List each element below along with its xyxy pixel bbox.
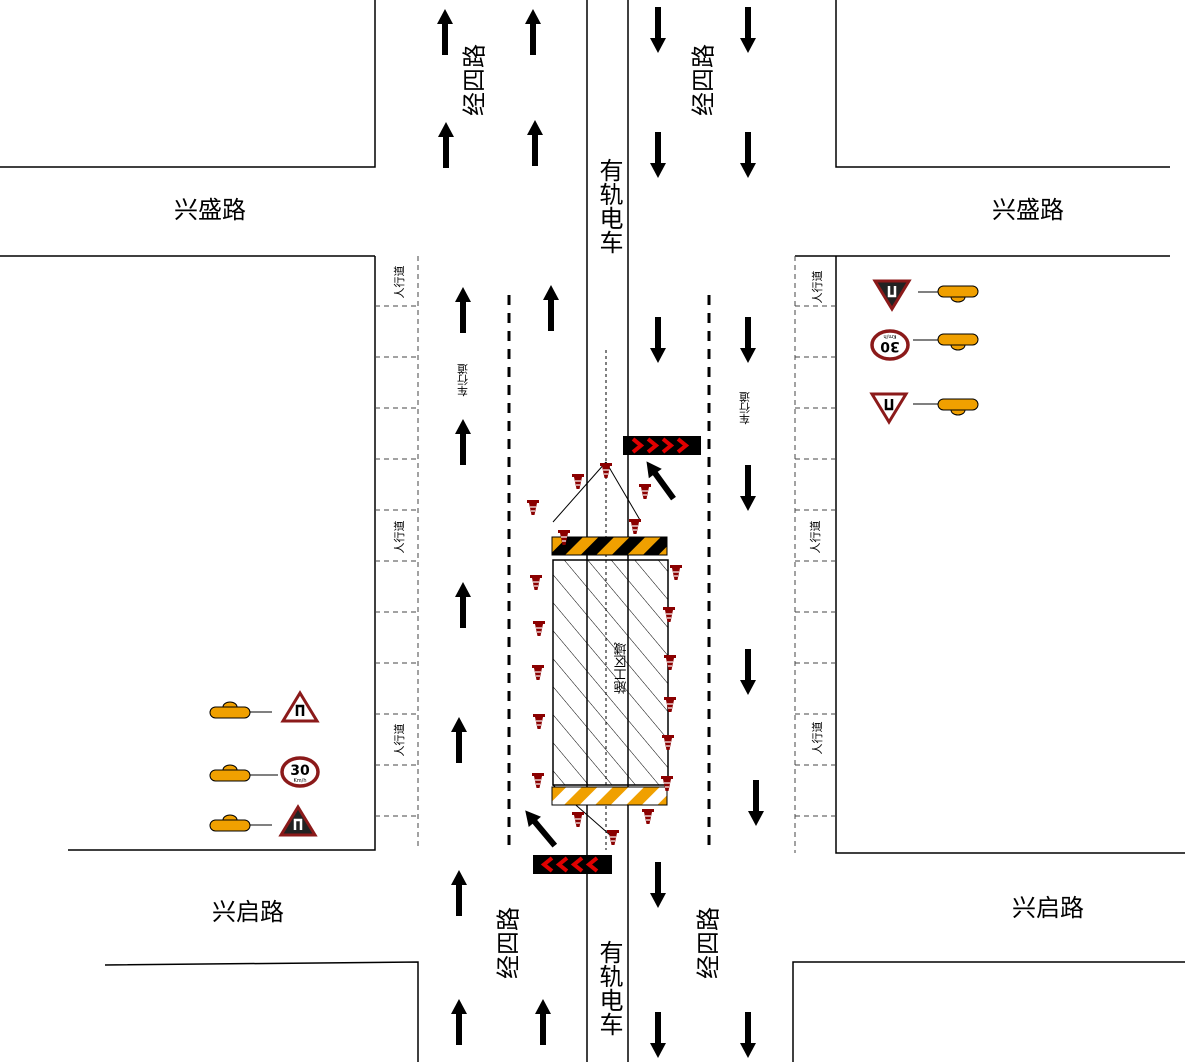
traffic-cone-icon: [532, 665, 544, 680]
traffic-cone-icon: [533, 714, 545, 729]
sidewalk-label: 人行道: [392, 724, 406, 757]
traffic-cone-icon: [533, 621, 545, 636]
arrow-up-icon: [451, 870, 467, 916]
traffic-cone-icon: [530, 575, 542, 590]
road-works-sign-icon: [278, 804, 318, 837]
traffic-cone-icon: [661, 776, 673, 791]
sidewalk-lines: [375, 256, 836, 853]
arrow-down-icon: [646, 461, 676, 501]
traffic-cone-icon: [572, 474, 584, 489]
arrow-up-icon: [455, 419, 471, 465]
road-narrows-sign-icon: [869, 392, 909, 425]
road-label-jingsi-sw: 经四路: [495, 907, 523, 979]
arrow-up-icon: [451, 717, 467, 763]
arrow-up-icon: [437, 9, 453, 55]
arrow-up-icon: [525, 810, 558, 848]
arrow-down-icon: [650, 862, 666, 908]
arrow-up-icon: [455, 582, 471, 628]
sidewalk-label: 人行道: [392, 521, 406, 554]
arrow-up-icon: [543, 285, 559, 331]
arrow-down-icon: [650, 132, 666, 178]
barrier-yellow-black: [551, 536, 668, 556]
sidewalk-label: 人行道: [810, 271, 824, 304]
road-label-xingqi-east: 兴启路: [1012, 894, 1084, 922]
arrow-up-icon: [527, 120, 543, 166]
lane-lines: [507, 295, 711, 850]
road-label-jingsi-se: 经四路: [695, 907, 723, 979]
traffic-cone-icon: [532, 773, 544, 788]
svg-text:Km/h: Km/h: [883, 333, 896, 339]
road-label-jingsi-nw: 经四路: [461, 44, 489, 116]
arrow-down-icon: [740, 465, 756, 511]
traffic-cone-icon: [600, 463, 612, 478]
svg-text:30: 30: [880, 338, 900, 354]
traffic-cone-icon: [558, 530, 570, 545]
traffic-cone-icon: [642, 809, 654, 824]
arrow-down-icon: [740, 317, 756, 363]
sidewalk-label: 人行道: [810, 722, 824, 755]
chevron-board-left: [533, 855, 612, 874]
arrow-up-icon: [535, 999, 551, 1045]
arrow-down-icon: [740, 1012, 756, 1058]
traffic-cone-icon: [607, 830, 619, 845]
road-label-xingqi-west: 兴启路: [212, 898, 284, 926]
road-label-jingsi-ne: 经四路: [690, 44, 718, 116]
arrow-down-icon: [740, 7, 756, 53]
svg-text:Km/h: Km/h: [293, 778, 306, 784]
svg-text:30: 30: [290, 763, 310, 779]
arrow-down-icon: [740, 132, 756, 178]
barrier-yellow-white: [551, 786, 668, 806]
road-label-xingsheng-east: 兴盛路: [992, 196, 1064, 224]
arrow-down-icon: [650, 317, 666, 363]
traffic-cone-icon: [639, 484, 651, 499]
carriageway-label: 车行道: [739, 392, 752, 426]
arrow-up-icon: [525, 9, 541, 55]
arrow-down-icon: [650, 7, 666, 53]
sidewalk-label: 人行道: [808, 521, 822, 554]
traffic-cone-icon: [664, 655, 676, 670]
chevron-board-right: [623, 436, 701, 455]
traffic-cone-icon: [662, 735, 674, 750]
arrow-down-icon: [650, 1012, 666, 1058]
traffic-cone-icon: [663, 607, 675, 622]
arrow-down-icon: [748, 780, 764, 826]
carriageway-label: 车行道: [457, 364, 470, 398]
road-works-sign-icon: [872, 279, 912, 312]
traffic-cone-icon: [670, 565, 682, 580]
sidewalk-label: 人行道: [392, 266, 406, 299]
traffic-cone-icon: [527, 500, 539, 515]
tram-label-north: 有轨电车: [595, 158, 623, 254]
work-zone-label: 施工区域: [614, 642, 630, 694]
traffic-cone-icon: [629, 519, 641, 534]
sign-stand-icon: [209, 814, 251, 832]
arrow-down-icon: [740, 649, 756, 695]
arrow-up-icon: [455, 287, 471, 333]
work-zone: [527, 436, 701, 874]
traffic-cone-icon: [572, 812, 584, 827]
traffic-cones: [527, 463, 682, 845]
arrow-up-icon: [451, 999, 467, 1045]
tram-label-south: 有轨电车: [595, 940, 623, 1036]
road-label-xingsheng-west: 兴盛路: [174, 196, 246, 224]
traffic-cone-icon: [664, 697, 676, 712]
sign-stand-icon: [937, 333, 979, 351]
lane-arrows: [437, 7, 764, 1058]
arrow-up-icon: [438, 122, 454, 168]
road-narrows-sign-icon: [280, 690, 320, 723]
